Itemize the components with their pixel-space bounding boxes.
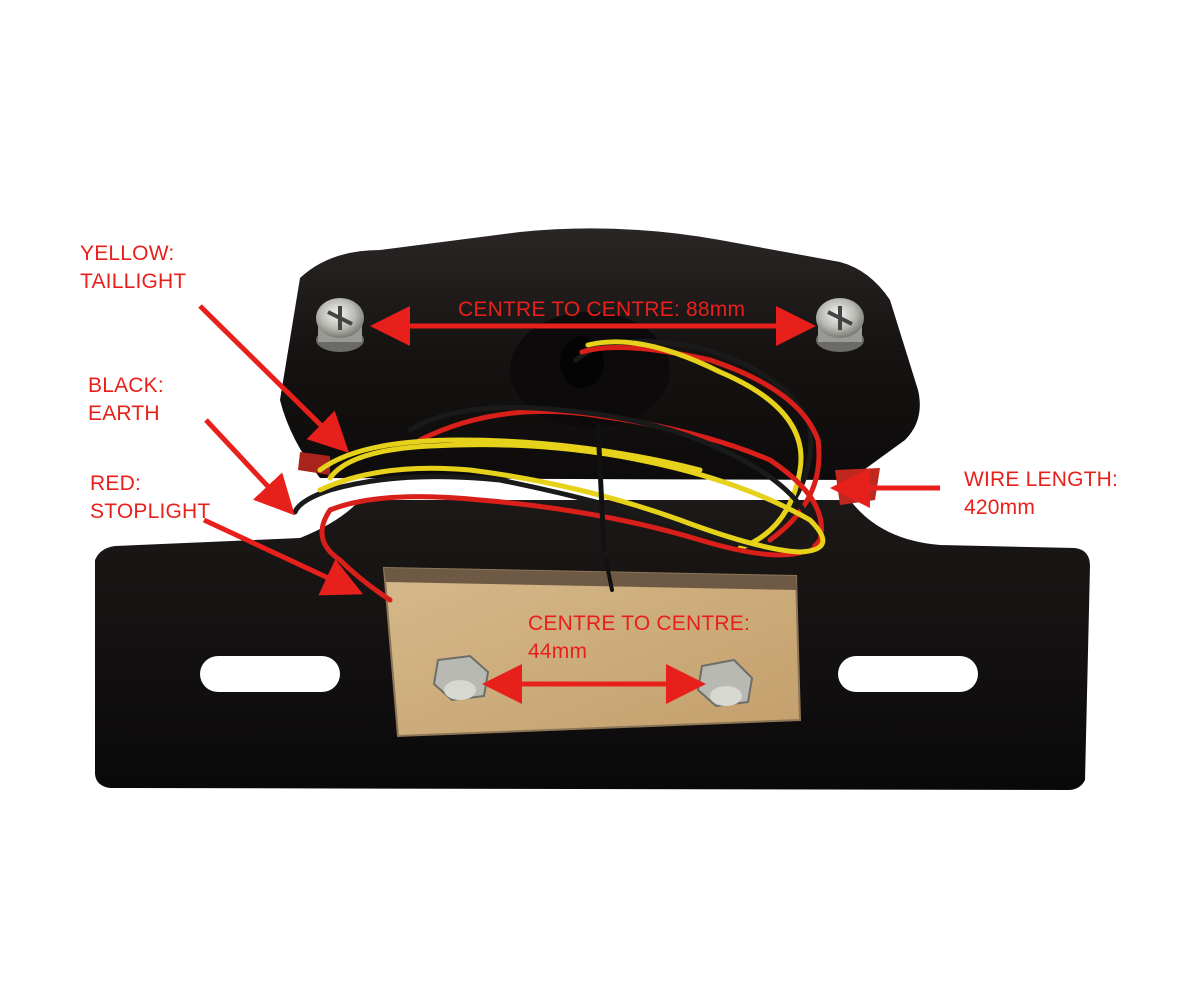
wire-length-line1: WIRE LENGTH: [964,468,1119,491]
annotation-arrows [198,304,940,704]
red-stoplight-label: RED: STOPLIGHT [90,470,210,526]
arrow-red-stoplight [202,517,364,596]
top-spacing-label: CENTRE TO CENTRE: 88mm [458,296,745,324]
black-label-line1: BLACK: [88,374,164,397]
arrow-black-earth [204,418,295,516]
red-label-line1: RED: [90,472,141,495]
left-slot [200,656,340,692]
bottom-spacing-line1: CENTRE TO CENTRE: [528,612,750,635]
black-earth-label: BLACK: EARTH [88,372,164,428]
left-screw [316,298,364,352]
wire-length-line2: 420mm [964,496,1036,519]
wire-bundle [292,338,826,603]
right-nut [696,658,754,708]
right-slot [838,656,978,692]
black-label-line2: EARTH [88,402,160,425]
red-label-line2: STOPLIGHT [90,500,211,523]
top-spacing-line1: CENTRE TO CENTRE: 88mm [458,298,746,321]
bottom-spacing-label: CENTRE TO CENTRE: 44mm [528,610,750,666]
left-nut [432,654,490,702]
yellow-label-line2: TAILLIGHT [80,270,187,293]
right-screw [816,298,864,352]
yellow-taillight-label: YELLOW: TAILLIGHT [80,240,186,296]
yellow-label-line1: YELLOW: [80,242,175,265]
arrow-yellow-taillight [198,304,350,454]
bottom-spacing-line2: 44mm [528,640,588,663]
wire-length-label: WIRE LENGTH: 420mm [964,466,1118,522]
